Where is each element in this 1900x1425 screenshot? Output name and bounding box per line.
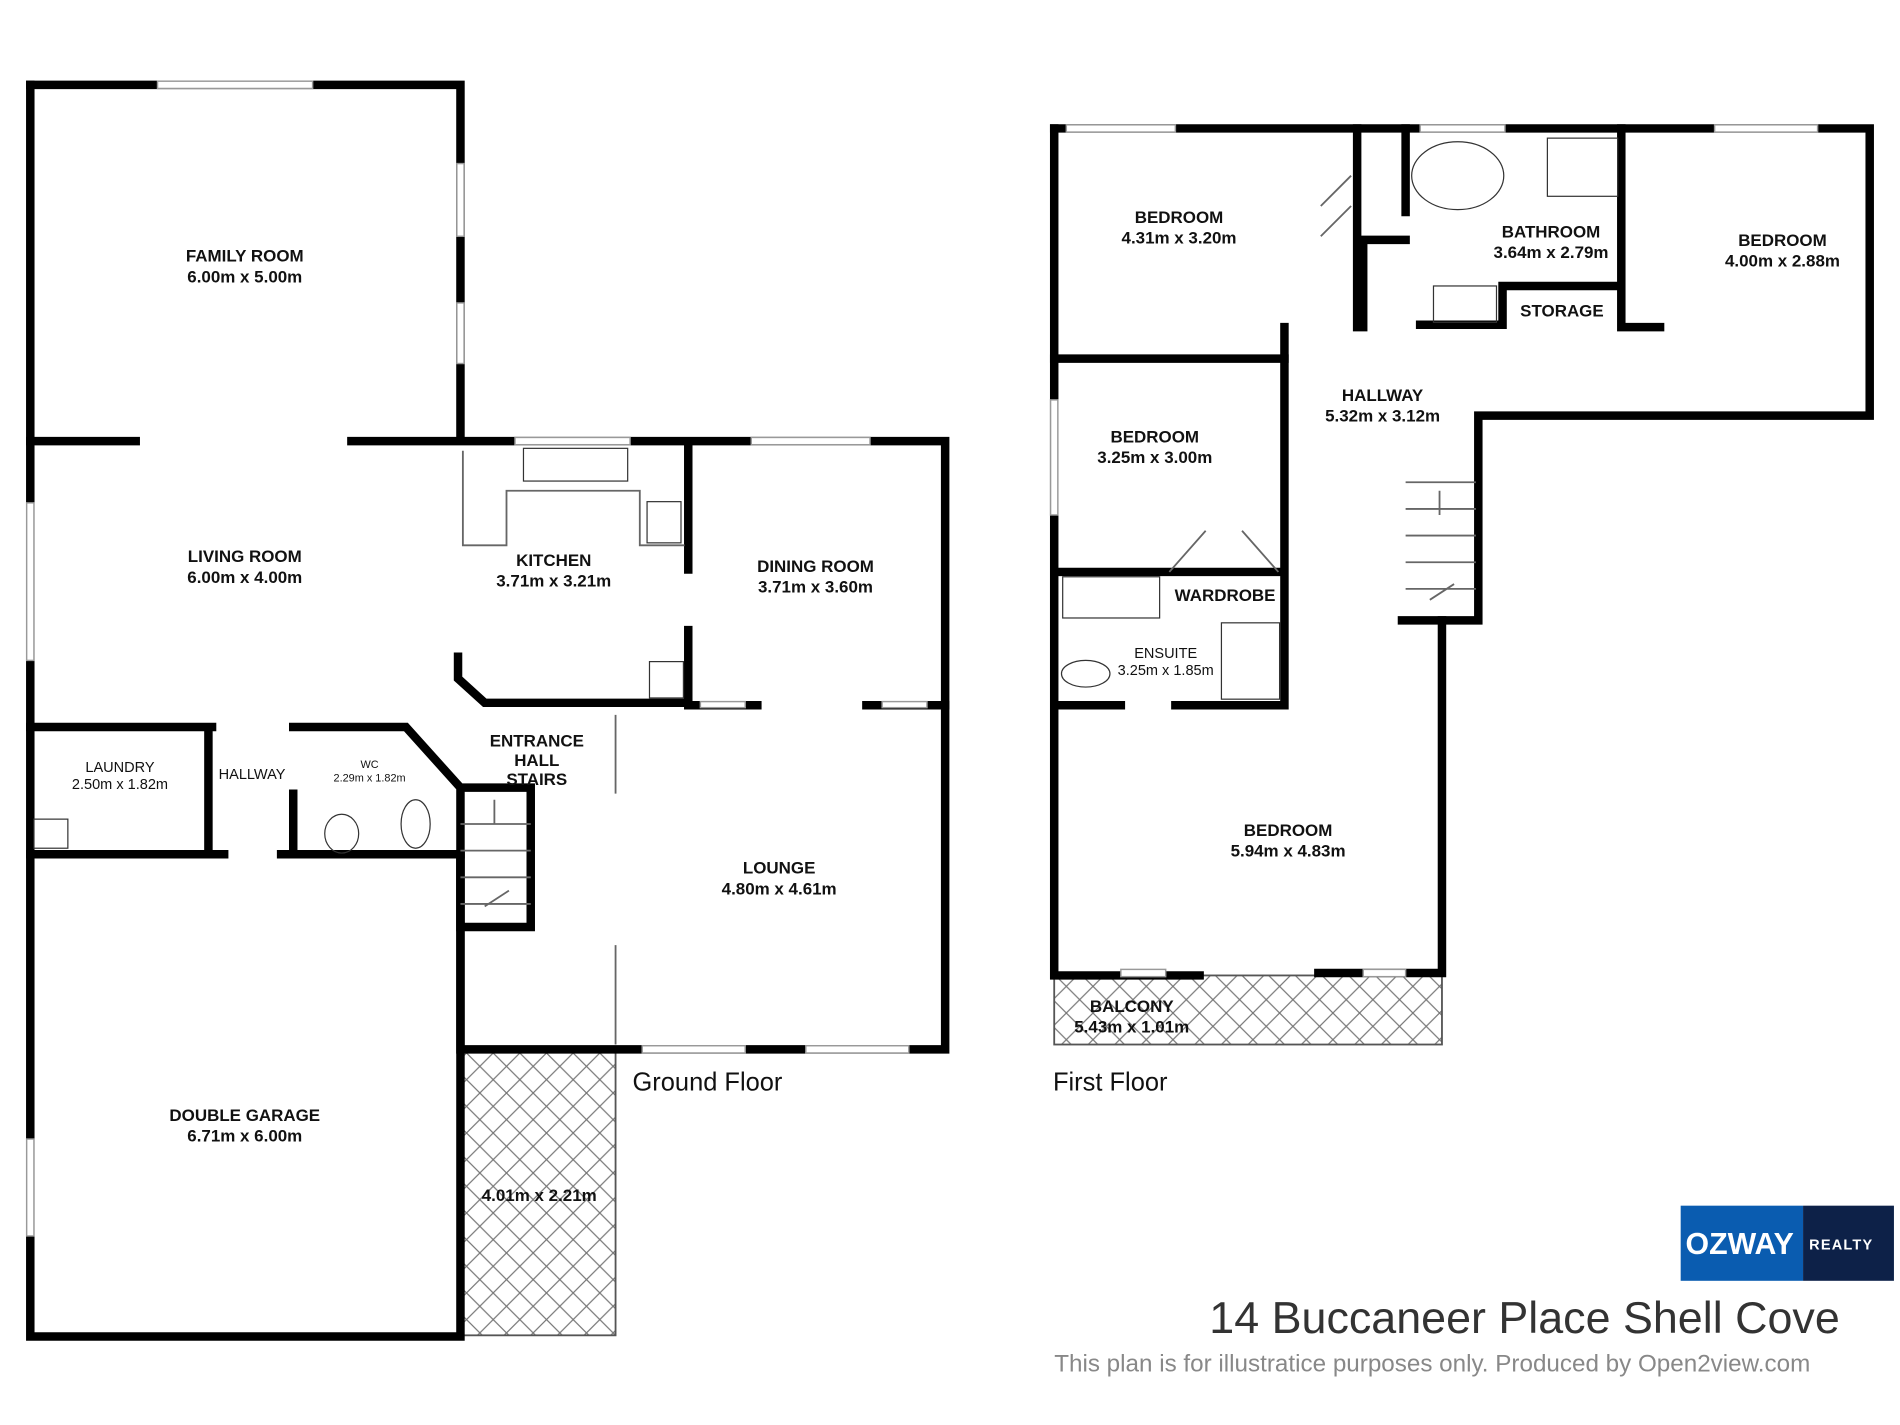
svg-text:4.80m x 4.61m: 4.80m x 4.61m xyxy=(722,879,837,898)
svg-text:4.00m x 2.88m: 4.00m x 2.88m xyxy=(1725,252,1840,271)
svg-text:3.25m x 3.00m: 3.25m x 3.00m xyxy=(1097,448,1212,467)
svg-text:6.00m x 5.00m: 6.00m x 5.00m xyxy=(187,267,302,286)
svg-text:FAMILY ROOM: FAMILY ROOM xyxy=(186,247,304,266)
svg-text:ENSUITE: ENSUITE xyxy=(1134,646,1197,662)
svg-text:REALTY: REALTY xyxy=(1809,1237,1873,1253)
room-storage: STORAGE xyxy=(1520,301,1604,320)
first-floor-windows xyxy=(1049,124,1819,978)
svg-text:ENTRANCE: ENTRANCE xyxy=(490,731,584,750)
svg-text:STORAGE: STORAGE xyxy=(1520,301,1604,320)
disclaimer-text: This plan is for illustratice purposes o… xyxy=(1054,1351,1810,1378)
svg-text:BEDROOM: BEDROOM xyxy=(1738,231,1827,250)
first-floor-label: First Floor xyxy=(1053,1069,1168,1097)
svg-text:LOUNGE: LOUNGE xyxy=(743,859,816,878)
svg-text:3.25m x 1.85m: 3.25m x 1.85m xyxy=(1118,663,1214,679)
svg-text:5.94m x 4.83m: 5.94m x 4.83m xyxy=(1231,842,1346,861)
room-living-room: LIVING ROOM 6.00m x 4.00m xyxy=(187,547,302,587)
svg-text:LIVING ROOM: LIVING ROOM xyxy=(188,547,302,566)
room-wc: WC 2.29m x 1.82m xyxy=(334,759,406,784)
svg-text:STAIRS: STAIRS xyxy=(506,770,567,789)
svg-text:LAUNDRY: LAUNDRY xyxy=(85,760,154,776)
svg-text:OZWAY: OZWAY xyxy=(1686,1228,1794,1261)
svg-text:3.71m x 3.60m: 3.71m x 3.60m xyxy=(758,578,873,597)
ground-floor-label: Ground Floor xyxy=(633,1069,783,1097)
room-dining-room: DINING ROOM 3.71m x 3.60m xyxy=(757,557,874,597)
svg-text:6.71m x 6.00m: 6.71m x 6.00m xyxy=(187,1126,302,1145)
room-bedroom-1: BEDROOM 4.31m x 3.20m xyxy=(1122,208,1237,248)
svg-text:5.32m x 3.12m: 5.32m x 3.12m xyxy=(1325,407,1440,426)
svg-text:3.71m x 3.21m: 3.71m x 3.21m xyxy=(496,571,611,590)
room-master-bedroom: BEDROOM 5.94m x 4.83m xyxy=(1231,821,1346,861)
svg-text:WC: WC xyxy=(361,759,379,771)
svg-text:3.64m x 2.79m: 3.64m x 2.79m xyxy=(1494,243,1609,262)
kitchen-appliances xyxy=(33,447,685,854)
room-bedroom-2: BEDROOM 4.00m x 2.88m xyxy=(1725,231,1840,271)
room-hallway-upstairs: HALLWAY 5.32m x 3.12m xyxy=(1325,386,1440,426)
room-patio: 4.01m x 2.21m xyxy=(482,1186,597,1205)
svg-text:HALLWAY: HALLWAY xyxy=(1342,386,1424,405)
svg-text:HALL: HALL xyxy=(514,751,559,770)
svg-text:WARDROBE: WARDROBE xyxy=(1175,586,1276,605)
svg-text:BEDROOM: BEDROOM xyxy=(1244,821,1333,840)
svg-text:5.43m x 1.01m: 5.43m x 1.01m xyxy=(1074,1017,1189,1036)
room-wardrobe: WARDROBE xyxy=(1175,586,1276,605)
room-bedroom-3: BEDROOM 3.25m x 3.00m xyxy=(1097,427,1212,467)
ground-floor-windows xyxy=(25,80,928,1237)
property-address-title: 14 Buccaneer Place Shell Cove xyxy=(1209,1292,1839,1343)
svg-text:HALLWAY: HALLWAY xyxy=(219,767,286,783)
svg-text:BEDROOM: BEDROOM xyxy=(1111,427,1200,446)
svg-text:4.31m x 3.20m: 4.31m x 3.20m xyxy=(1122,229,1237,248)
bathroom-fixtures xyxy=(1060,137,1619,700)
svg-text:2.50m x 1.82m: 2.50m x 1.82m xyxy=(72,777,168,793)
ozway-realty-logo: OZWAY REALTY xyxy=(1680,1205,1894,1281)
room-hallway: HALLWAY xyxy=(219,767,286,783)
balcony-area xyxy=(1053,974,1443,1046)
svg-text:4.01m x 2.21m: 4.01m x 2.21m xyxy=(482,1186,597,1205)
svg-text:2.29m x 1.82m: 2.29m x 1.82m xyxy=(334,773,406,785)
svg-text:DOUBLE GARAGE: DOUBLE GARAGE xyxy=(169,1106,320,1125)
svg-text:BALCONY: BALCONY xyxy=(1090,997,1175,1016)
svg-text:BEDROOM: BEDROOM xyxy=(1135,208,1224,227)
svg-text:DINING ROOM: DINING ROOM xyxy=(757,557,874,576)
svg-text:6.00m x 4.00m: 6.00m x 4.00m xyxy=(187,568,302,587)
svg-text:BATHROOM: BATHROOM xyxy=(1502,223,1601,242)
patio-area xyxy=(459,1048,617,1337)
svg-text:KITCHEN: KITCHEN xyxy=(516,551,591,570)
